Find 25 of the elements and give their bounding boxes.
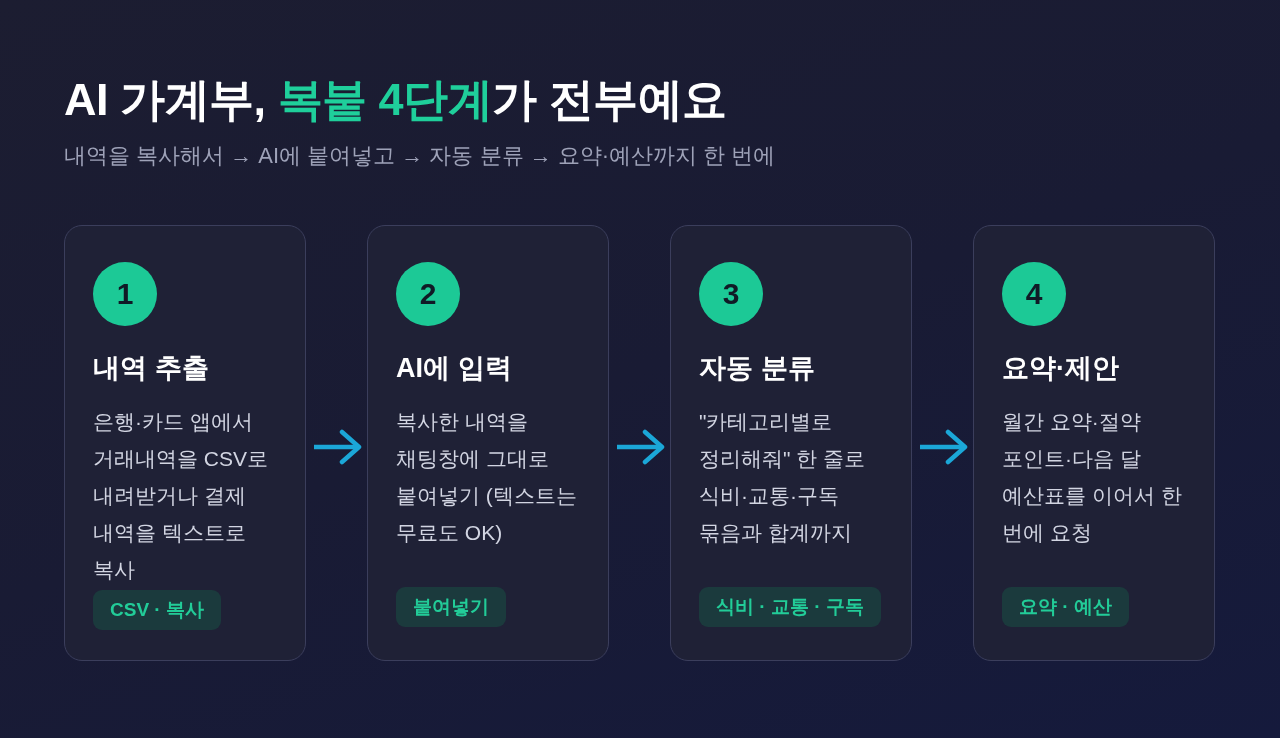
keyword-tag: CSV · 복사 [93, 590, 221, 630]
step-card [973, 225, 1215, 661]
keyword-tag: 요약 · 예산 [1002, 587, 1129, 627]
subtitle: 내역을 복사해서 → AI에 붙여넣고 → 자동 분류 → 요약·예산까지 한 번에 [64, 142, 776, 170]
step-heading: 내역 추출 [93, 352, 209, 385]
arrow [920, 429, 968, 465]
step-card [670, 225, 912, 661]
number-circle: 2 [396, 262, 460, 326]
title: AI 가계부, 복붙 4단계가 전부예요 [64, 73, 727, 127]
step-card [64, 225, 306, 661]
arrow [314, 429, 362, 465]
step-description: "카테고리별로 정리해줘" 한 줄로 식비·교통·구독 묶음과 합계까지 [699, 409, 867, 546]
step-heading: 요약·제안 [1002, 352, 1119, 385]
step-description: 은행·카드 앱에서 거래내역을 CSV로 내려받거나 결제 내역을 텍스트로 복사 [93, 409, 269, 583]
step-heading: AI에 입력 [396, 352, 512, 385]
step-description: 복사한 내역을 채팅창에 그대로 붙여넣기 (텍스트는 무료도 OK) [396, 409, 578, 546]
step-card [367, 225, 609, 661]
number-circle: 4 [1002, 262, 1066, 326]
keyword-tag: 붙여넣기 [396, 587, 506, 627]
number-circle: 3 [699, 262, 763, 326]
keyword-tag: 식비 · 교통 · 구독 [699, 587, 881, 627]
arrow [617, 429, 665, 465]
step-heading: 자동 분류 [699, 352, 815, 385]
step-description: 월간 요약·절약 포인트·다음 달 예산표를 이어서 한 번에 요청 [1002, 409, 1183, 546]
number-circle: 1 [93, 262, 157, 326]
